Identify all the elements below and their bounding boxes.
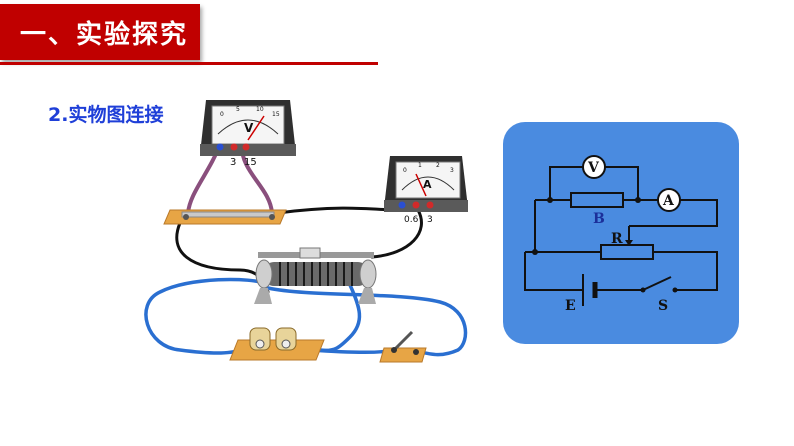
- voltmeter-scale-3: 15: [272, 111, 280, 118]
- wire-a-right: [629, 199, 718, 227]
- voltmeter: V 0 5 10 15 3 15: [200, 100, 296, 168]
- schematic-ammeter-label: A: [662, 193, 675, 209]
- wire-blue-loop-left: [144, 277, 270, 355]
- wire-blue-loop-top: [266, 286, 468, 357]
- ammeter-terminal-3: [426, 201, 434, 209]
- rheostat-r: [600, 244, 654, 260]
- wire-resistor-to-ammeter: [276, 206, 392, 215]
- label-r: R: [611, 231, 623, 247]
- ammeter-scale-3: 3: [450, 167, 454, 174]
- wire-v-left: [549, 166, 583, 200]
- ammeter-label-06: 0.6: [404, 215, 419, 225]
- section-header: 一、实验探究: [0, 4, 200, 60]
- voltmeter-terminal-3: [230, 143, 238, 151]
- wire-v-right: [605, 166, 639, 200]
- schematic-voltmeter-label: V: [587, 160, 600, 176]
- circuit-schematic: V A B R E S: [524, 155, 718, 314]
- wire-bottom-left: [524, 252, 583, 291]
- voltmeter-scale-1: 5: [236, 106, 240, 113]
- ammeter-scale-1: 1: [418, 162, 422, 169]
- ammeter-scale-0: 0: [403, 167, 407, 174]
- voltmeter-label-15: 15: [244, 157, 257, 168]
- sliding-rheostat: [254, 247, 377, 304]
- apparatus-illustration: V 0 5 10 15 3 15 A 0 1 2 3 0.6 3: [144, 100, 468, 363]
- ammeter-terminal-neg: [398, 201, 406, 209]
- ammeter-scale-2: 2: [436, 162, 440, 169]
- label-e: E: [565, 298, 576, 314]
- voltmeter-terminal-neg: [216, 143, 224, 151]
- schematic-voltmeter: [582, 155, 606, 179]
- voltmeter-terminal-15: [242, 143, 250, 151]
- ammeter-symbol: A: [423, 178, 432, 191]
- label-b: B: [593, 211, 605, 227]
- fixed-resistor: [163, 209, 287, 225]
- header-underline: [0, 62, 378, 65]
- wire-ammeter-to-rheostat: [370, 208, 423, 259]
- battery-holder: [229, 327, 325, 361]
- switch-blade: [642, 276, 672, 291]
- schematic-ammeter: [657, 188, 681, 212]
- section-title: 一、实验探究: [20, 20, 189, 50]
- subtitle: 2.实物图连接: [48, 104, 164, 126]
- ammeter-label-3: 3: [427, 215, 433, 225]
- voltmeter-scale-2: 10: [256, 106, 264, 113]
- circuit-schematic-panel: V A B R E S: [503, 122, 739, 344]
- ammeter: A 0 1 2 3 0.6 3: [384, 156, 468, 225]
- voltmeter-scale-0: 0: [220, 111, 224, 118]
- knife-switch: [379, 330, 427, 363]
- ammeter-terminal-06: [412, 201, 420, 209]
- resistor-b: [570, 192, 624, 208]
- label-s: S: [658, 298, 668, 314]
- wire-battery-switch: [308, 348, 394, 355]
- wire-rheo-right: [653, 251, 718, 291]
- voltmeter-symbol: V: [244, 121, 254, 135]
- voltmeter-label-3: 3: [230, 157, 236, 168]
